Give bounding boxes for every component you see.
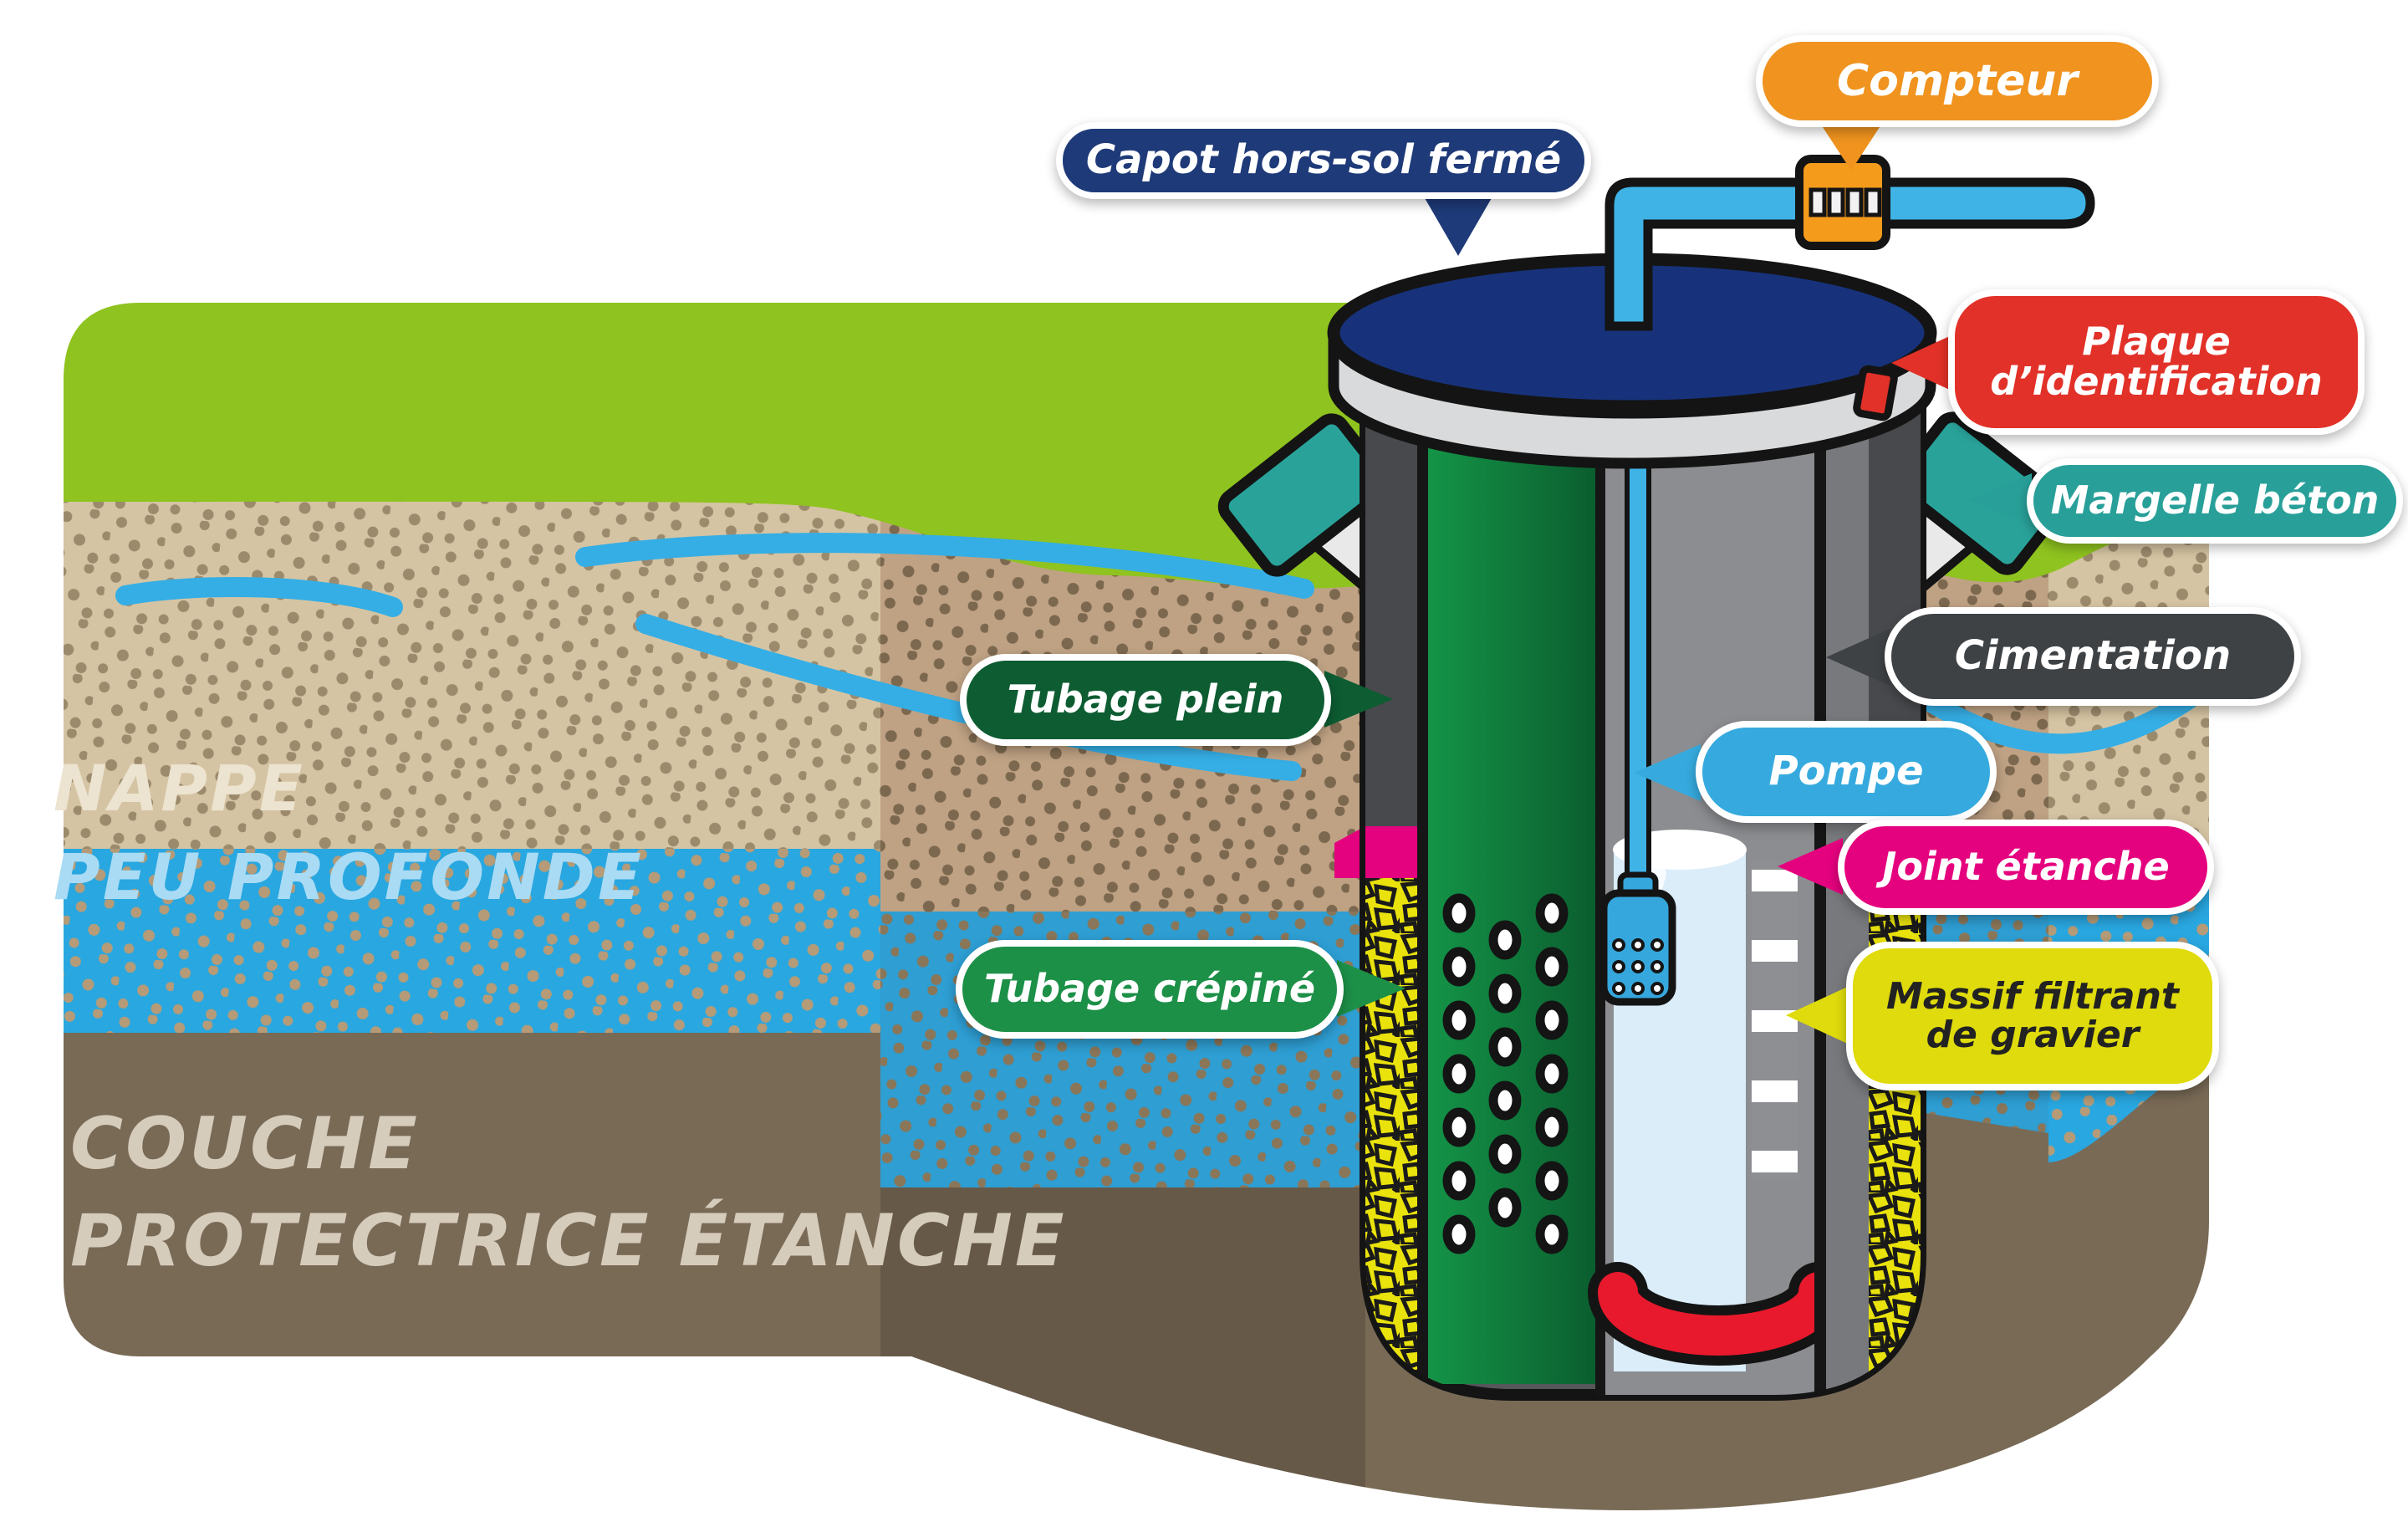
grass-layer-left bbox=[64, 303, 1365, 589]
callout-capot: Capot hors-sol fermé bbox=[1056, 122, 1591, 199]
identification-plate bbox=[1853, 365, 1898, 421]
callout-compteur-pointer bbox=[1819, 122, 1883, 171]
callout-margelle-pointer bbox=[1968, 473, 2032, 527]
groundwater-streams bbox=[115, 533, 2209, 781]
protective-layer-label-line2: PROTECTRICE ÉTANCHE bbox=[70, 1199, 1067, 1283]
discharge-pipe bbox=[1604, 177, 2095, 331]
protective-layer-label-line1: COUCHE bbox=[70, 1102, 420, 1186]
callout-joint-pointer bbox=[1778, 838, 1843, 895]
joint-etanche-left bbox=[1365, 826, 1417, 878]
callout-tubage-crepine: Tubage crépiné bbox=[956, 940, 1344, 1039]
callout-capot-pointer bbox=[1421, 192, 1495, 256]
callout-massif-pointer bbox=[1786, 985, 1851, 1045]
pump-intake-holes bbox=[1612, 938, 1664, 995]
callout-tubage-crepine-pointer bbox=[1337, 960, 1406, 1017]
aquifer-label-line2: PEU PROFONDE bbox=[54, 840, 644, 914]
callout-tubage-plein: Tubage plein bbox=[960, 654, 1331, 746]
cimentation-left bbox=[1365, 385, 1417, 826]
callout-tubage-plein-pointer bbox=[1324, 671, 1393, 728]
callout-cimentation-pointer bbox=[1826, 629, 1890, 686]
strainer-slots bbox=[1752, 870, 1798, 1172]
meter-digit-windows bbox=[1809, 187, 1882, 217]
water-meter bbox=[1795, 155, 1890, 250]
callout-massif: Massif filtrant de gravier bbox=[1846, 942, 2219, 1090]
tubage-crepine-perforations bbox=[1442, 893, 1569, 1254]
protective-layer-left bbox=[64, 1033, 880, 1359]
aquifer-label-line1: NAPPE bbox=[54, 751, 305, 825]
callout-pompe-pointer bbox=[1634, 744, 1701, 801]
callout-margelle: Margelle béton bbox=[2027, 458, 2403, 544]
callout-plaque-pointer bbox=[1891, 335, 1953, 391]
callout-cimentation: Cimentation bbox=[1885, 607, 2301, 706]
callout-plaque: Plaque d’identification bbox=[1948, 289, 2365, 435]
callout-joint: Joint étanche bbox=[1838, 820, 2214, 915]
callout-pompe: Pompe bbox=[1696, 721, 1997, 823]
bottom-plug-ring bbox=[1598, 1272, 1839, 1356]
callout-compteur: Compteur bbox=[1756, 35, 2159, 127]
